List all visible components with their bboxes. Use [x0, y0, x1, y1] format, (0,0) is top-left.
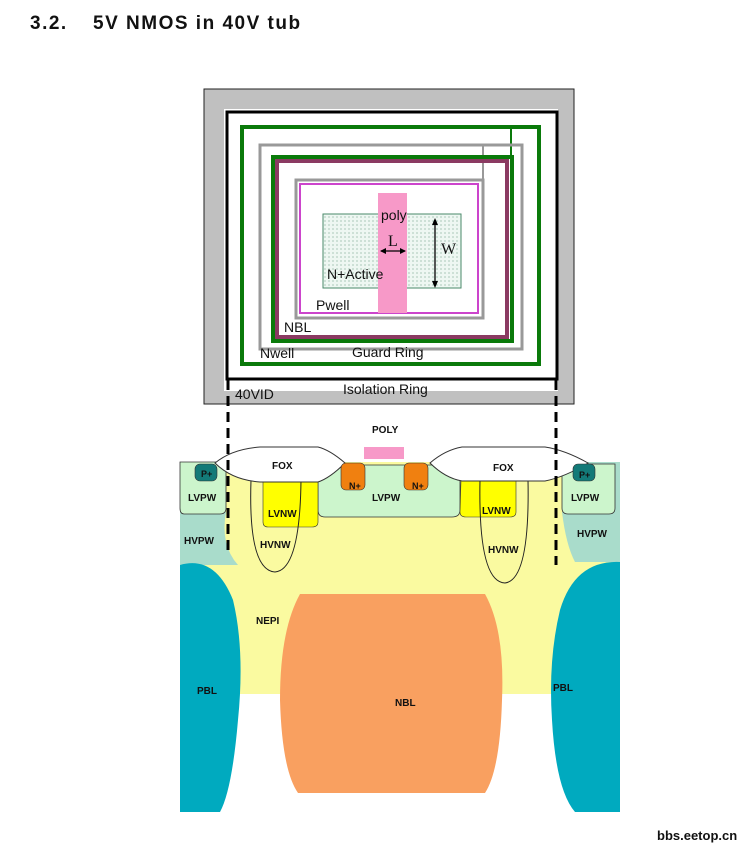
poly-section-label: POLY	[372, 425, 399, 436]
fox-left-label: FOX	[272, 461, 293, 472]
lvpw-center	[317, 464, 461, 518]
length-arrow-icon	[380, 248, 406, 254]
width-label: W	[441, 241, 457, 258]
hvnw-right-label: HVNW	[488, 545, 519, 556]
pplus-left-label: P+	[201, 469, 212, 479]
lvpw-left-label: LVPW	[188, 493, 217, 504]
guard-ring	[240, 125, 541, 366]
pbl-left-label: PBL	[197, 686, 217, 697]
isolation-ring	[225, 110, 559, 381]
nplus-right-label: N+	[412, 481, 424, 491]
watermark: bbs.eetop.cn	[657, 828, 737, 843]
lvnw-right-label: LVNW	[482, 506, 511, 517]
hvpw-left	[180, 512, 238, 565]
poly-gate	[378, 193, 407, 313]
lvnw-left-label: LVNW	[268, 509, 297, 520]
layout-view: poly L W N+Active Pwell NBL Nwell Guard …	[203, 88, 575, 405]
nbl-green-ring	[271, 155, 514, 343]
lvnw-right	[459, 479, 517, 518]
nwell-label: Nwell	[260, 345, 294, 361]
width-arrow-icon	[432, 218, 438, 288]
nplus-left	[340, 462, 366, 491]
lvnw-left	[262, 479, 319, 528]
hvpw-right	[562, 512, 620, 562]
hvnw-left	[250, 479, 302, 573]
nepi-label: NEPI	[256, 616, 280, 627]
pplus-left	[194, 463, 218, 482]
fox-right-label: FOX	[493, 463, 514, 474]
cross-section: POLY FOX FOX N+ N+ LVPW LVPW LVPW P+ P+ …	[179, 380, 620, 812]
nbl-region	[280, 594, 503, 793]
isolation-ring-label: Isolation Ring	[343, 381, 428, 397]
hvpw-right-label: HVPW	[577, 529, 608, 540]
hvnw-right	[479, 479, 529, 584]
pwell-label: Pwell	[316, 297, 349, 313]
inner-gray-ring	[294, 178, 485, 320]
pbl-left	[180, 563, 241, 812]
pbl-right-label: PBL	[553, 683, 573, 694]
lvpw-center-label: LVPW	[372, 493, 401, 504]
guard-ring-label: Guard Ring	[352, 344, 424, 360]
active-label: N+Active	[327, 266, 384, 282]
section-number: 3.2.	[30, 13, 68, 34]
poly-gate-section	[364, 447, 404, 459]
nbl-region	[275, 159, 509, 339]
lvpw-right-label: LVPW	[571, 493, 600, 504]
pplus-right	[572, 463, 596, 482]
length-label: L	[388, 233, 398, 250]
nplus-right	[403, 462, 429, 491]
nbl-label: NBL	[284, 319, 311, 335]
nplus-left-label: N+	[349, 481, 361, 491]
nwell-ring	[258, 143, 524, 351]
poly-label: poly	[381, 207, 407, 223]
section-title: 5V NMOS in 40V tub	[93, 13, 302, 34]
hvpw-left-label: HVPW	[184, 536, 215, 547]
pplus-right-label: P+	[579, 470, 590, 480]
fox-right	[429, 446, 589, 482]
pbl-right	[551, 561, 620, 812]
nbl-section-label: NBL	[395, 698, 416, 709]
vid-label: 40VID	[235, 386, 274, 402]
hvnw-left-label: HVNW	[260, 540, 291, 551]
